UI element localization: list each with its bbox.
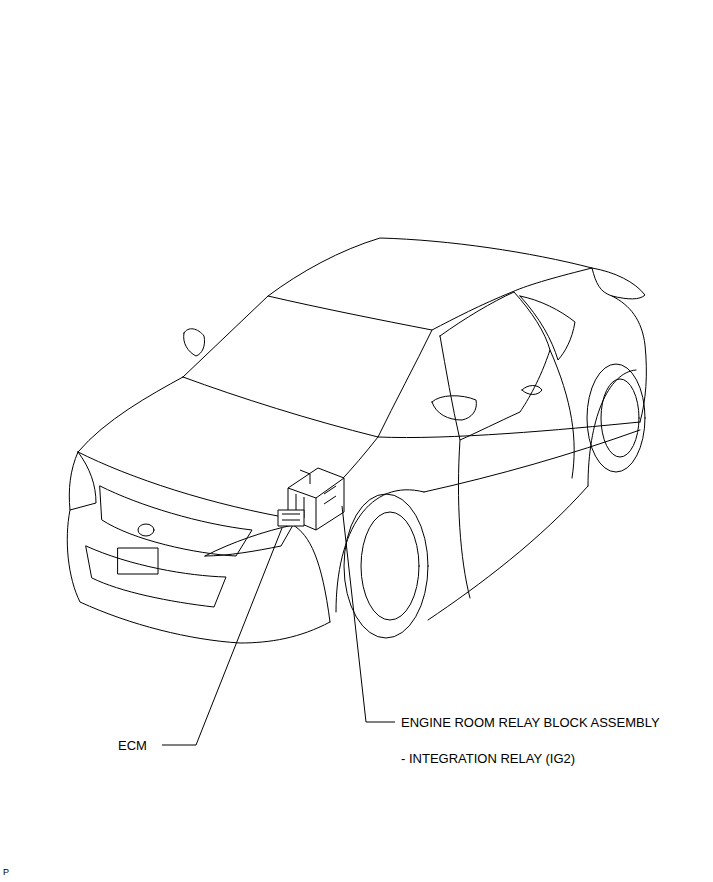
door-handle bbox=[522, 386, 542, 395]
mirror bbox=[184, 329, 205, 356]
relay-block bbox=[278, 468, 344, 530]
ecm-unit bbox=[278, 510, 304, 526]
headlight bbox=[69, 452, 96, 510]
part-sublabel: - INTEGRATION RELAY (IG2) bbox=[401, 751, 575, 766]
leader-lines bbox=[162, 506, 395, 745]
emblem bbox=[138, 524, 154, 536]
hood-front bbox=[78, 452, 300, 520]
part-label: ECM bbox=[118, 738, 147, 753]
door-line bbox=[458, 440, 470, 598]
wheel-arch bbox=[588, 370, 636, 486]
door-line bbox=[550, 350, 574, 478]
part-label: ENGINE ROOM RELAY BLOCK ASSEMBLY bbox=[401, 715, 660, 730]
plate-recess bbox=[118, 548, 158, 574]
car-body bbox=[67, 238, 646, 643]
ecm-detail bbox=[282, 514, 300, 520]
roof bbox=[268, 238, 592, 330]
side-window bbox=[440, 292, 550, 440]
hood bbox=[78, 377, 183, 452]
upper-grille bbox=[100, 486, 252, 556]
tire bbox=[587, 364, 645, 472]
belt-line bbox=[378, 422, 640, 438]
rim bbox=[361, 512, 419, 620]
rear-spoiler bbox=[592, 268, 645, 299]
side-body bbox=[424, 430, 640, 492]
tire bbox=[344, 494, 428, 638]
rear-quarter bbox=[612, 296, 646, 422]
windshield bbox=[183, 296, 432, 437]
rim bbox=[601, 379, 639, 457]
leader-line bbox=[162, 528, 282, 745]
quarter-window bbox=[520, 296, 575, 360]
lower-grille bbox=[86, 546, 226, 607]
headlight bbox=[205, 525, 293, 556]
mirror bbox=[432, 396, 476, 420]
figure-mark: P bbox=[3, 865, 9, 880]
front-bumper bbox=[67, 510, 330, 643]
fender bbox=[293, 525, 330, 622]
leader-line bbox=[342, 506, 395, 722]
rocker bbox=[428, 486, 588, 620]
